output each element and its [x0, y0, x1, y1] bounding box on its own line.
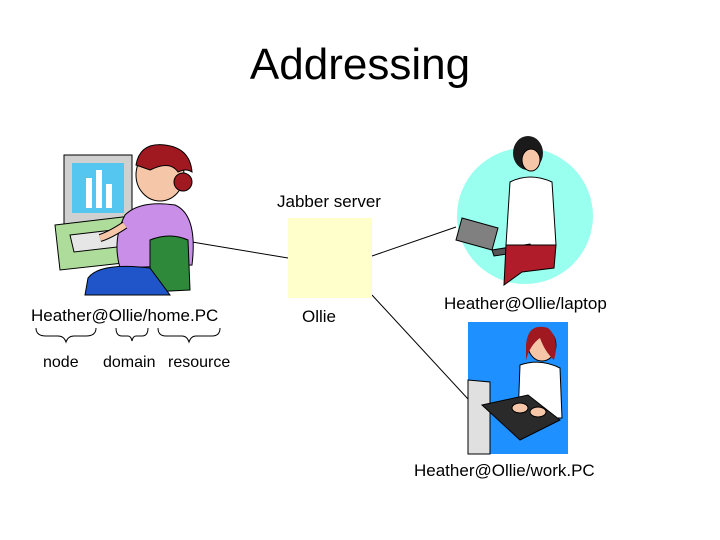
link-server-laptop: [371, 226, 457, 257]
brace-resource: [157, 327, 221, 344]
woman-with-laptop-clipart: [455, 136, 593, 287]
brace-node: [35, 327, 97, 344]
node-label: node: [43, 354, 79, 371]
woman-at-desktop-clipart: [54, 144, 194, 296]
work-pc-address: Heather@Ollie/work.PC: [414, 461, 595, 480]
brace-domain: [115, 327, 149, 342]
home-pc-address: Heather@Ollie/home.PC: [31, 306, 219, 325]
laptop-address: Heather@Ollie/laptop: [444, 294, 607, 313]
woman-at-workstation-clipart: [467, 322, 568, 455]
slide-title: Addressing: [249, 40, 471, 89]
domain-label: domain: [103, 354, 156, 371]
address-braces: [35, 327, 221, 344]
server-name-label: Ollie: [302, 307, 337, 326]
jabber-server-label: Jabber server: [277, 192, 381, 211]
link-server-work: [371, 294, 481, 413]
jabber-server-box: [288, 218, 372, 298]
resource-label: resource: [168, 354, 231, 371]
